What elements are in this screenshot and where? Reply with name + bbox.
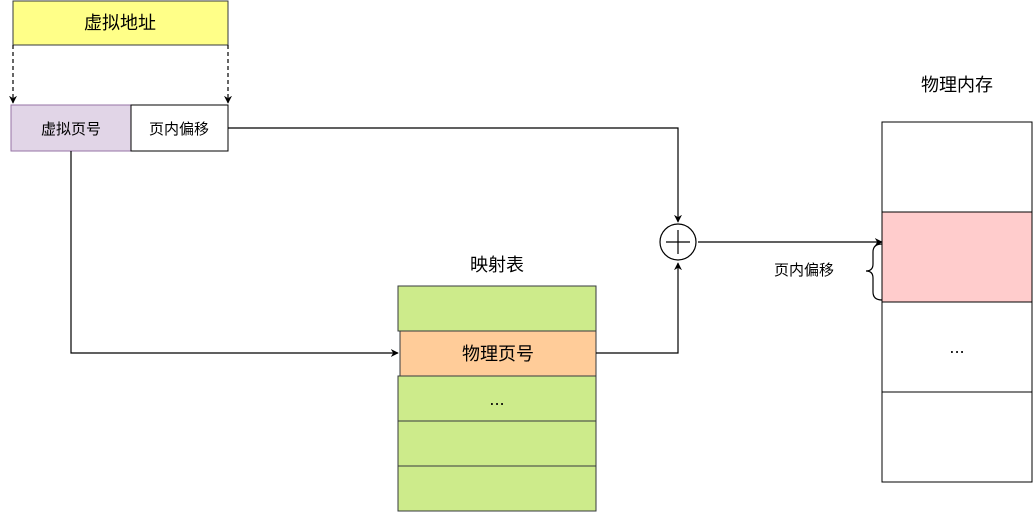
- memory-block: [881, 121, 1033, 213]
- physical-memory: [881, 121, 1033, 483]
- physical-memory-ellipsis: ...: [949, 338, 964, 357]
- page-offset-label: 页内偏移: [149, 120, 209, 138]
- page-offset-to-adder-connector: [228, 127, 682, 223]
- table-row: [397, 465, 597, 512]
- plus-circle-icon: [659, 223, 697, 261]
- virtual-address-box: [12, 0, 229, 46]
- virtual-page-number-label: 虚拟页号: [41, 120, 101, 138]
- memory-block-highlighted: [881, 211, 1033, 303]
- physical-page-number-label: 物理页号: [462, 344, 534, 365]
- physical-memory-title: 物理内存: [921, 75, 993, 96]
- memory-block: [881, 301, 1033, 393]
- memory-block: [881, 391, 1033, 483]
- table-row: [397, 285, 597, 332]
- virtual-page-number-box: [10, 104, 132, 152]
- physical-page-to-adder-connector: [596, 262, 682, 354]
- table-row: [397, 420, 597, 467]
- page-number-to-table-connector: [70, 151, 399, 357]
- offset-brace-icon: [865, 243, 883, 301]
- mapping-table-ellipsis: ...: [489, 390, 504, 409]
- memory-offset-label: 页内偏移: [774, 261, 834, 279]
- mapping-table-title: 映射表: [470, 255, 524, 276]
- virtual-address-label: 虚拟地址: [84, 13, 156, 34]
- mapping-table: [397, 285, 597, 512]
- table-row: [397, 375, 597, 422]
